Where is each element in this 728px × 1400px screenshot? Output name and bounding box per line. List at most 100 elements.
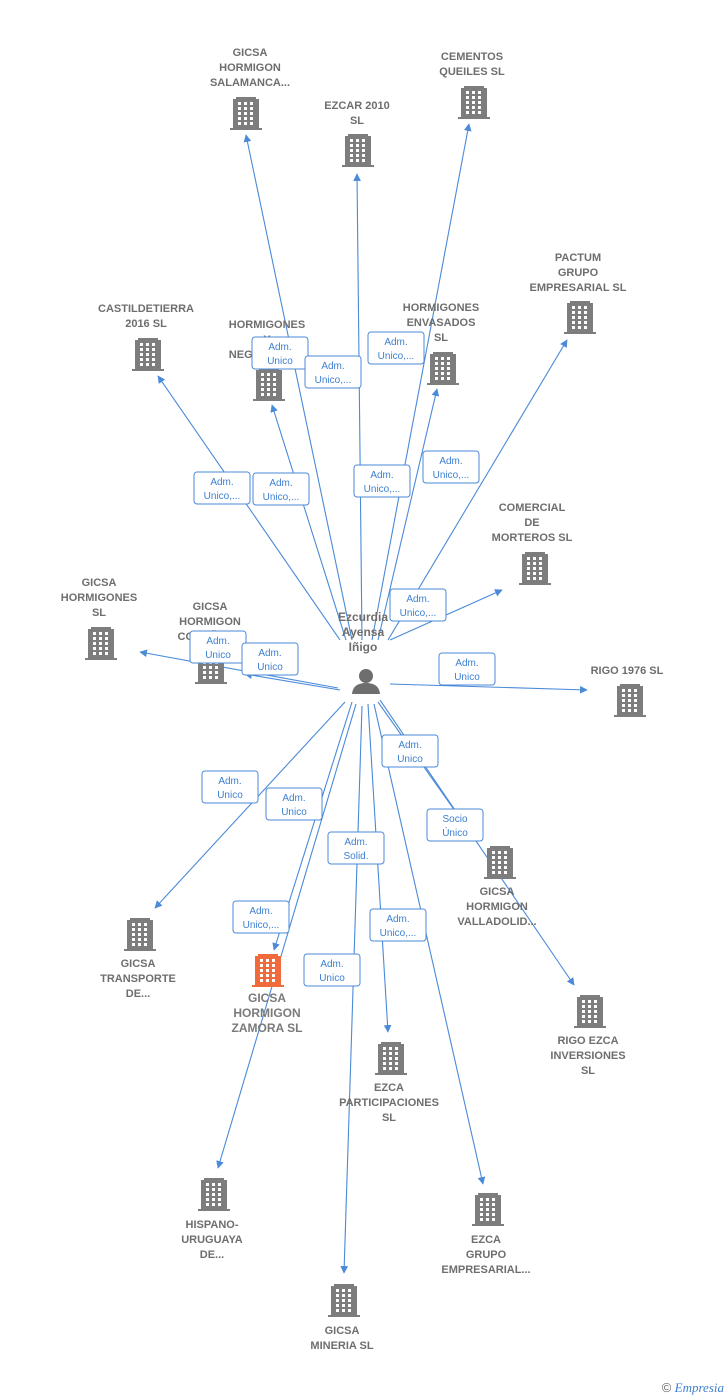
relation-label[interactable]: Adm.Unico,...	[304, 355, 362, 389]
relation-label[interactable]: Adm.Unico,...	[252, 472, 310, 506]
edge-to-gicsa-coruna	[244, 671, 341, 691]
relation-label[interactable]: Adm. Unico	[241, 642, 299, 676]
company-name: HORMIGONES	[229, 319, 305, 331]
building-icon	[519, 552, 551, 585]
relation-label-text: Adm.	[321, 361, 344, 372]
building-icon	[375, 1042, 407, 1075]
person-name: Ezcurdia	[338, 610, 388, 624]
relation-label[interactable]: Adm.Unico,...	[422, 450, 480, 484]
company-node-hispano-uruguaya[interactable]: HISPANO-URUGUAYADE...	[181, 1178, 243, 1261]
relation-label-text: Unico	[257, 662, 283, 673]
person-name: Iñigo	[349, 640, 378, 654]
company-name: GICSA	[480, 886, 515, 898]
company-node-ezca-participaciones[interactable]: EZCA PARTICIPACIONES SL	[339, 1042, 439, 1124]
relation-label[interactable]: Adm.Unico	[265, 787, 323, 821]
relation-label-box	[303, 953, 361, 987]
company-name: PACTUM	[555, 252, 601, 264]
building-icon	[484, 846, 516, 879]
relation-label[interactable]: Adm.Unico,...	[367, 331, 425, 365]
building-icon	[342, 134, 374, 167]
building-icon	[252, 954, 284, 987]
relation-label[interactable]: Adm.Unico,...	[369, 908, 427, 942]
relation-label-text: Unico	[319, 973, 345, 984]
relation-label[interactable]: Adm. Solid.	[327, 831, 385, 865]
company-name: SL	[434, 332, 448, 344]
edge-to-rigo-1976	[389, 683, 588, 694]
relation-label-text: Unico,...	[378, 351, 415, 362]
company-name: HORMIGON	[219, 62, 281, 74]
edge-to-gicsa-hormigones	[139, 649, 339, 689]
company-name: EZCA	[471, 1234, 501, 1246]
company-name: EZCA	[374, 1082, 404, 1094]
relation-label-box	[381, 734, 439, 768]
relation-label-text: Adm.	[268, 342, 291, 353]
relation-label[interactable]: Adm.Unico	[303, 953, 361, 987]
copyright-symbol: ©	[661, 1380, 672, 1395]
company-name: PARTICIPACIONES	[339, 1097, 439, 1109]
edge-to-hormigones-negocios	[270, 404, 347, 641]
company-name: INVERSIONES	[550, 1050, 625, 1062]
relation-label-box	[232, 900, 290, 934]
company-name: MINERIA SL	[310, 1340, 373, 1352]
company-name: ZAMORA SL	[232, 1021, 303, 1035]
company-name: HORMIGONES	[61, 592, 137, 604]
relation-label-text: Adm.	[344, 837, 367, 848]
edge-to-ezca-participaciones	[367, 703, 392, 1033]
edge-to-castildetierra	[157, 375, 341, 641]
relation-label-text: Adm.	[455, 658, 478, 669]
relation-label-box	[241, 642, 299, 676]
relation-label-text: Solid.	[343, 851, 368, 862]
company-name: GICSA	[248, 991, 286, 1005]
edge-to-ezca-grupo	[373, 703, 486, 1185]
relation-label-text: Unico	[281, 807, 307, 818]
building-icon	[472, 1193, 504, 1226]
company-name: MORTEROS SL	[492, 532, 573, 544]
edge-to-hispano-uruguaya	[216, 703, 357, 1169]
relation-label-text: Adm.	[269, 478, 292, 489]
relation-label[interactable]: Adm.Unico	[381, 734, 439, 768]
company-node-rigo-1976[interactable]: RIGO 1976 SL	[591, 665, 664, 717]
relation-label-text: Adm.	[406, 594, 429, 605]
company-name: QUEILES SL	[439, 66, 505, 78]
relation-label[interactable]: Adm.Unico,...	[232, 900, 290, 934]
company-name: SL	[382, 1112, 396, 1124]
relation-label[interactable]: Adm.Unico	[251, 336, 309, 370]
relation-label-text: Adm.	[258, 648, 281, 659]
relation-label-text: Socio	[442, 814, 467, 825]
relation-label-text: Unico,...	[243, 920, 280, 931]
building-icon	[198, 1178, 230, 1211]
company-node-gicsa-salamanca[interactable]: GICSAHORMIGONSALAMANCA...	[210, 47, 290, 130]
relation-label[interactable]: Adm.Unico,...	[193, 471, 251, 505]
relation-label[interactable]: Adm.Unico	[438, 652, 496, 686]
relation-label[interactable]: Adm.Unico,...	[389, 588, 447, 622]
company-node-ezca-grupo[interactable]: EZCAGRUPOEMPRESARIAL...	[441, 1193, 531, 1276]
building-icon	[564, 301, 596, 334]
relation-label[interactable]: Adm.Unico,...	[353, 464, 411, 498]
company-name: RIGO EZCA	[557, 1035, 618, 1047]
company-name: COMERCIAL	[499, 502, 566, 514]
relation-label[interactable]: Adm.Unico	[189, 630, 247, 664]
building-icon	[614, 684, 646, 717]
relation-label-box	[265, 787, 323, 821]
relation-label-box	[251, 336, 309, 370]
relation-label-text: Unico,...	[433, 470, 470, 481]
company-node-gicsa-transporte[interactable]: GICSATRANSPORTEDE...	[100, 918, 176, 1000]
relation-label-text: Unico,...	[364, 484, 401, 495]
relation-label-text: Unico	[397, 754, 423, 765]
relation-label[interactable]: Adm.Unico	[201, 770, 259, 804]
company-node-gicsa-valladolid[interactable]: GICSAHORMIGONVALLADOLID...	[457, 846, 537, 928]
relation-label-box	[422, 450, 480, 484]
